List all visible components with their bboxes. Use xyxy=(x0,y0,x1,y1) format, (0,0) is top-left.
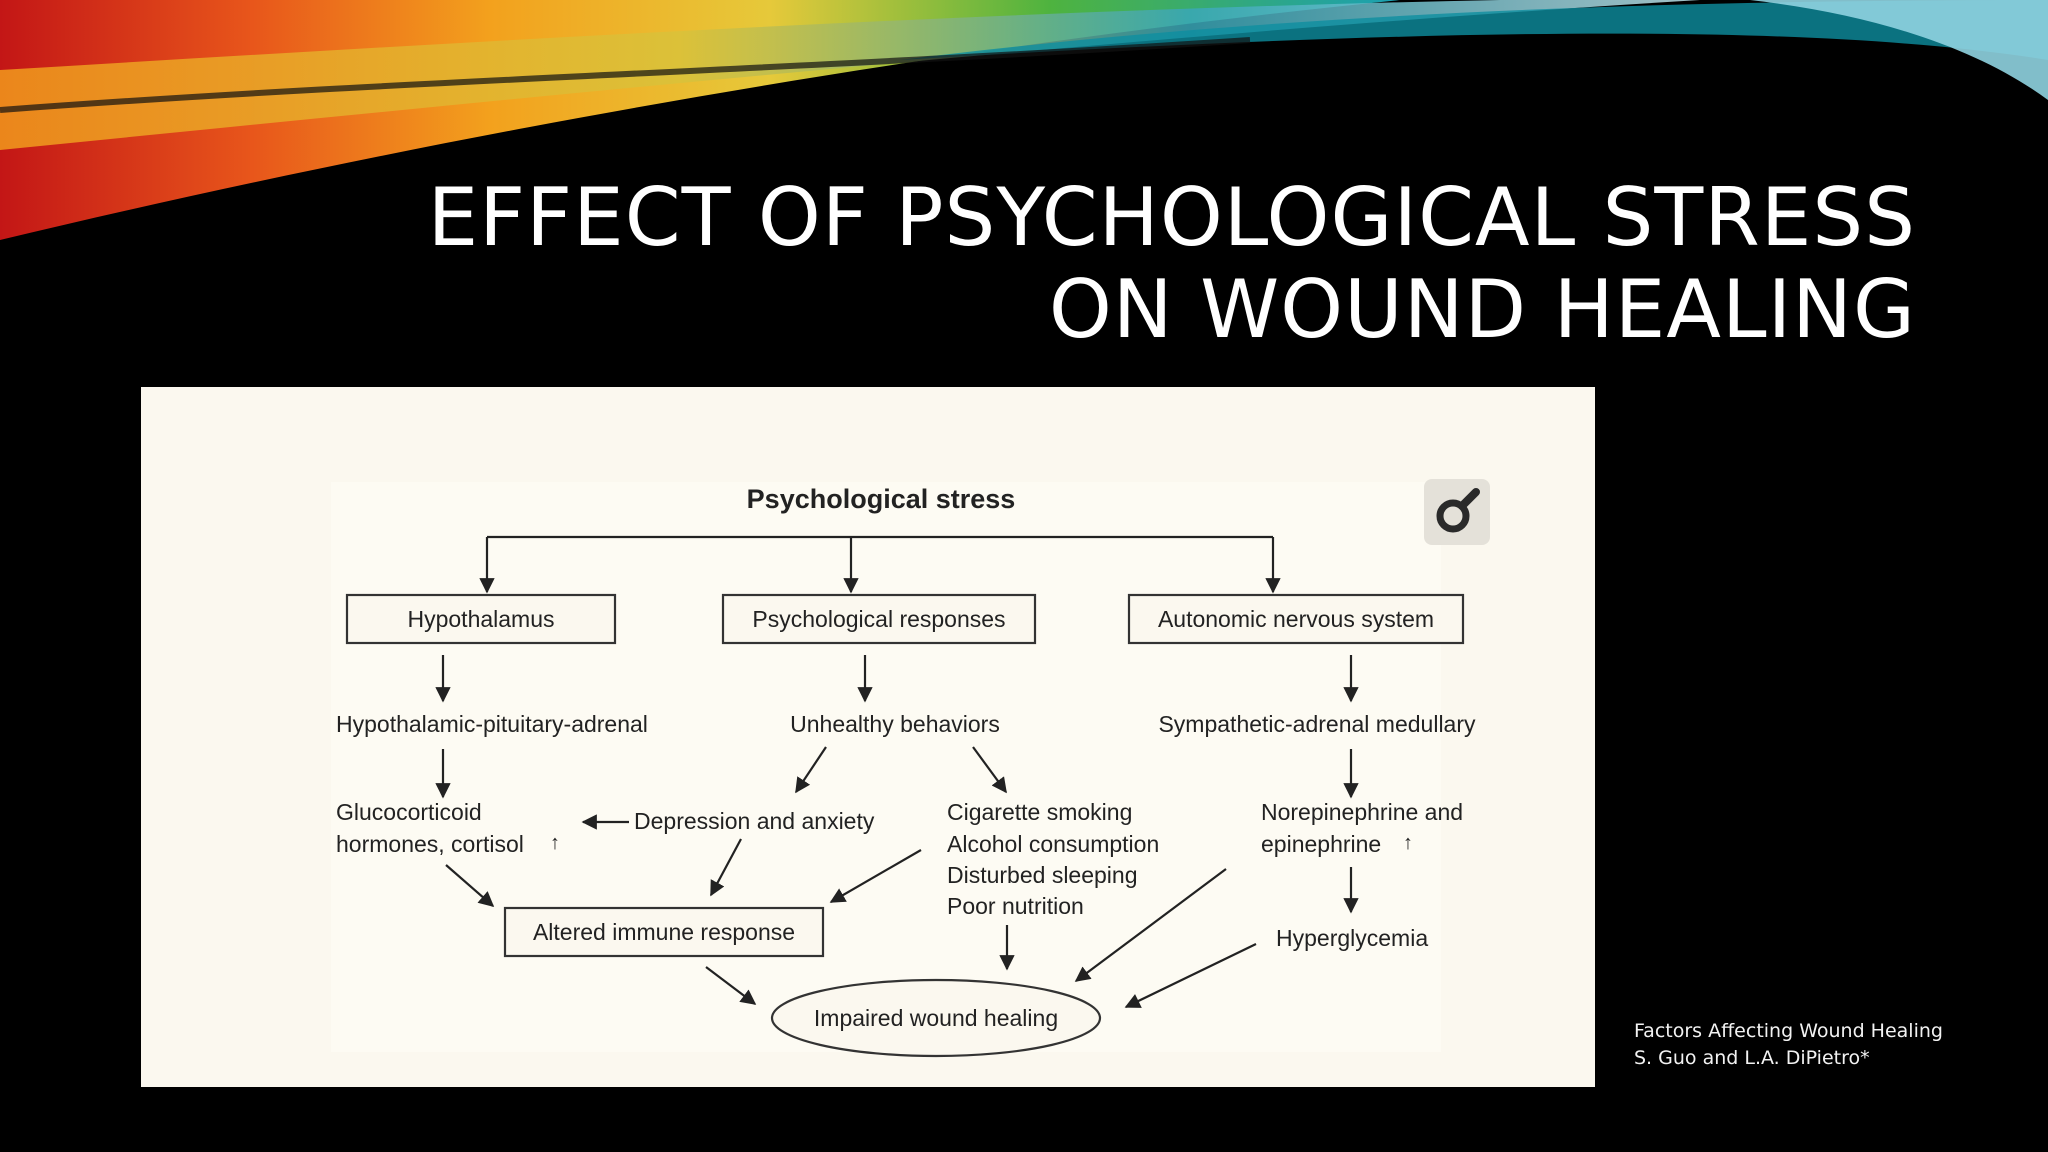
psych-responses-label: Psychological responses xyxy=(752,606,1005,632)
outcome-label: Impaired wound healing xyxy=(814,1005,1058,1031)
root-node-psychological-stress: Psychological stress xyxy=(747,484,1016,514)
immune-response-box xyxy=(503,906,825,958)
hypothalamus-box xyxy=(345,593,617,645)
behavior-item-2: Alcohol consumption xyxy=(947,831,1159,857)
citation-line-2: S. Guo and L.A. DiPietro* xyxy=(1634,1047,1870,1069)
citation-line-1: Factors Affecting Wound Healing xyxy=(1634,1020,1943,1042)
sam-label: Sympathetic-adrenal medullary xyxy=(1158,711,1476,737)
arrow-immune-to-outcome xyxy=(705,966,757,1005)
hypothalamus-label: Hypothalamus xyxy=(407,606,554,632)
magnifier-icon[interactable] xyxy=(1424,479,1490,545)
behavior-item-4: Poor nutrition xyxy=(947,893,1084,919)
glucocorticoid-increase-mark: ↑ xyxy=(550,832,560,854)
norepinephrine-increase-mark: ↑ xyxy=(1403,832,1413,854)
norepinephrine-label-line-2: epinephrine xyxy=(1261,831,1381,857)
diagram-panel xyxy=(331,482,1441,1052)
decorative-ribbon-banner xyxy=(0,0,2048,240)
slide-title-line-1: EFFECT OF PSYCHOLOGICAL STRESS xyxy=(427,170,1916,264)
citation: Factors Affecting Wound Healing S. Guo a… xyxy=(1634,1018,1943,1072)
glucocorticoid-label-line-1: Glucocorticoid xyxy=(336,799,482,825)
glucocorticoid-label-line-2: hormones, cortisol xyxy=(336,831,524,857)
stress-flow-diagram: Psychological stress Hypothalamus Psycho… xyxy=(141,387,1595,1087)
behavior-item-3: Disturbed sleeping xyxy=(947,862,1138,888)
arrow-to-depression xyxy=(795,746,827,794)
outcome-ellipse xyxy=(770,978,1102,1058)
arrow-depression-to-immune xyxy=(710,838,742,897)
hpa-label: Hypothalamic-pituitary-adrenal xyxy=(336,711,648,737)
slide-title: EFFECT OF PSYCHOLOGICAL STRESS ON WOUND … xyxy=(416,170,1916,356)
arrow-hyperglycemia-to-outcome xyxy=(1124,943,1257,1008)
flowchart-canvas: Psychological stress Hypothalamus Psycho… xyxy=(331,479,1490,1058)
arrow-behaviors-to-immune xyxy=(829,849,922,903)
ans-label: Autonomic nervous system xyxy=(1158,606,1434,632)
unhealthy-behaviors-label: Unhealthy behaviors xyxy=(790,711,1000,737)
arrow-norepinephrine-to-outcome xyxy=(1074,868,1227,982)
depression-anxiety-label: Depression and anxiety xyxy=(634,808,875,834)
norepinephrine-label-line-1: Norepinephrine and xyxy=(1261,799,1463,825)
arrow-to-behaviors xyxy=(972,746,1007,794)
ans-box xyxy=(1127,593,1465,645)
behavior-item-1: Cigarette smoking xyxy=(947,799,1132,825)
immune-response-label: Altered immune response xyxy=(533,919,795,945)
arrow-glucocorticoid-to-immune xyxy=(445,864,495,908)
slide-title-line-2: ON WOUND HEALING xyxy=(1048,262,1916,356)
hyperglycemia-label: Hyperglycemia xyxy=(1276,925,1428,951)
psych-responses-box xyxy=(721,593,1037,645)
